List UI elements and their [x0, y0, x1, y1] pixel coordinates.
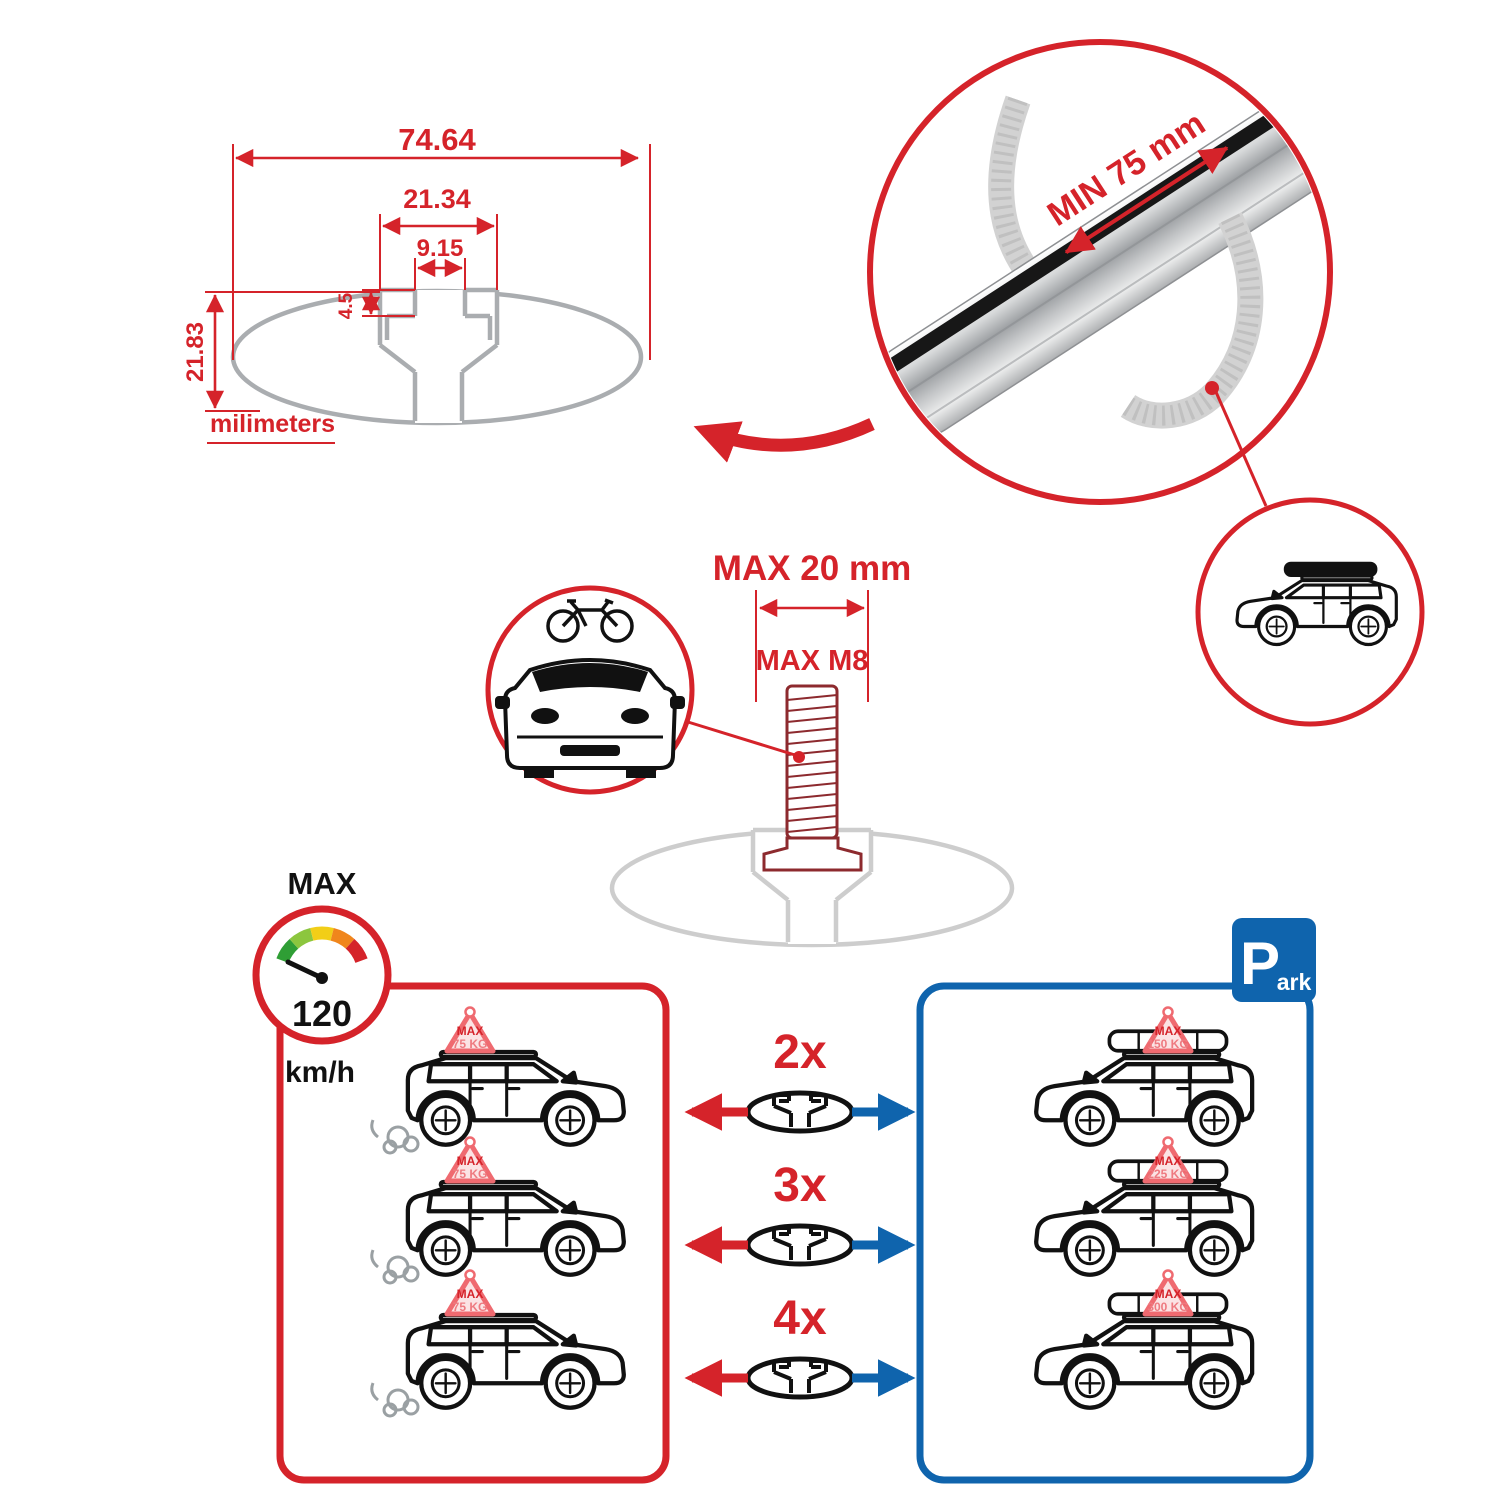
dim-total-height-extensions: [205, 291, 380, 412]
drive-sign-max: MAX: [457, 1024, 484, 1038]
profile-dimension-drawing: 74.64 21.34 9.15 4.5 21.83 milimeters: [182, 122, 651, 444]
roofbox-car-circle: [1195, 497, 1425, 727]
dim-channel-width-extensions: [379, 214, 498, 290]
dim-total-width-label: 74.64: [398, 122, 476, 157]
parking-sign-ark: ark: [1277, 969, 1312, 995]
park-sign-max: MAX: [1155, 1024, 1182, 1038]
t-bolt: [762, 684, 863, 872]
speed-limit-gauge: MAX 120 km/h: [252, 866, 392, 1089]
profile-channel-mask: [380, 290, 497, 423]
right-mirror: [670, 696, 685, 709]
comparison-row-1: MAX 75 KG 2x MAX 150 KG: [370, 1008, 1252, 1155]
car-front-icon: [495, 658, 685, 778]
bolt-width-extents: [755, 590, 869, 702]
crossbar-profile-icon: [748, 1226, 852, 1264]
speed-unit: km/h: [285, 1056, 355, 1089]
license-plate: [560, 745, 620, 756]
crossbar-profile-icon: [748, 1093, 852, 1131]
drive-sign-weight: 75 KG: [453, 1167, 488, 1181]
row-multiplier: 3x: [773, 1159, 827, 1212]
parking-sign: [1232, 918, 1316, 1002]
right-headlight: [621, 708, 649, 724]
dim-lip-height-label: 4.5: [336, 292, 357, 319]
dim-total-height-label: 21.83: [182, 322, 209, 382]
bolt-t-head: [762, 836, 863, 872]
park-sign-max: MAX: [1155, 1154, 1182, 1168]
speed-max-label: MAX: [288, 866, 357, 901]
row-multiplier: 4x: [773, 1292, 827, 1345]
drive-sign-max: MAX: [457, 1287, 484, 1301]
park-sign-weight: 150 KG: [1147, 1037, 1188, 1051]
bolt-threads: [786, 694, 838, 833]
bike-car-circle: [485, 585, 695, 795]
gauge-needle: [285, 959, 325, 981]
roof-box: [1283, 561, 1378, 577]
gauge-arc: [276, 926, 368, 964]
parking-sign-p: P: [1240, 930, 1280, 997]
crossbar-profile-icon: [748, 1359, 852, 1397]
bolt-spec-drawing: MAX 20 mm MAX M8: [609, 549, 1015, 948]
comparison-row-3: MAX 75 KG 4x MAX 300 KG: [370, 1271, 1252, 1418]
fit-strap-front-texture: [1122, 213, 1261, 426]
dim-total-width-extensions: [232, 144, 651, 360]
drive-sign-weight: 75 KG: [453, 1300, 488, 1314]
drive-sign-max: MAX: [457, 1154, 484, 1168]
dim-lip-height-extensions: [362, 289, 415, 317]
row-multiplier: 2x: [773, 1026, 827, 1079]
park-sign-weight: 300 KG: [1147, 1300, 1188, 1314]
detail-to-profile-arrow: [693, 418, 875, 463]
dim-slot-width-label: 9.15: [417, 235, 464, 262]
ghost-channel-outline: [750, 827, 874, 942]
dim-slot-width-extensions: [414, 258, 466, 290]
bolt-thread-label: MAX M8: [756, 645, 869, 677]
detail-to-car-line: [1214, 391, 1268, 507]
strap-pointer-dot: [1205, 381, 1219, 395]
bike-circle-to-bolt-line: [687, 720, 796, 757]
drive-sign-weight: 75 KG: [453, 1037, 488, 1051]
comparison-row-2: MAX 75 KG 3x MAX 225 KG: [370, 1138, 1252, 1285]
park-sign-max: MAX: [1155, 1287, 1182, 1301]
dim-channel-width-label: 21.34: [403, 184, 471, 214]
left-mirror: [495, 696, 510, 709]
bolt-max-width-label: MAX 20 mm: [713, 549, 911, 588]
min-span-arrow: [1064, 146, 1229, 255]
windshield: [532, 663, 648, 692]
roofbox-suv: [1235, 561, 1398, 647]
bicycle-icon: [546, 598, 634, 643]
bolt-pointer-dot: [793, 751, 805, 763]
dim-unit-label: milimeters: [210, 410, 335, 438]
bar-detail-circle: MIN 75 mm: [693, 39, 1333, 505]
left-headlight: [531, 708, 559, 724]
park-sign-weight: 225 KG: [1147, 1167, 1188, 1181]
speed-value: 120: [292, 993, 352, 1034]
